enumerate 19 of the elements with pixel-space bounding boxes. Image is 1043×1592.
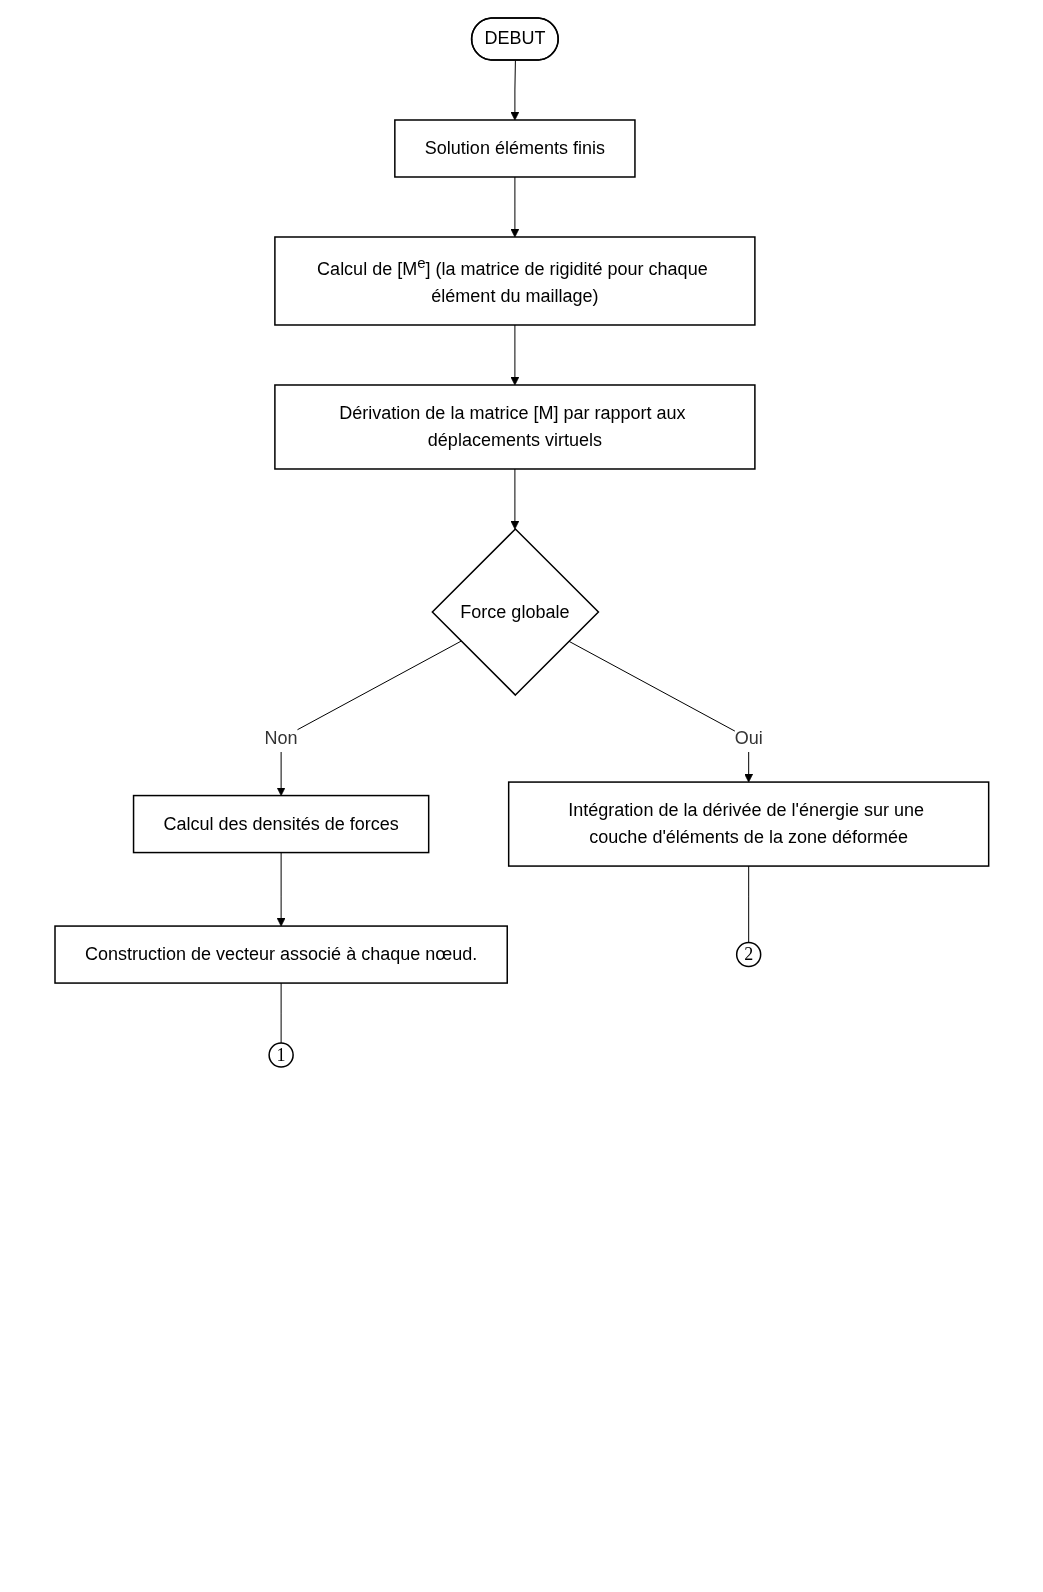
node-circle: 1 (268, 1042, 294, 1068)
node-box: Calcul des densités de forces (132, 794, 430, 854)
node-box: Construction de vecteur associé à chaque nœud. (53, 925, 508, 984)
node-box: Dérivation de la matrice [M] par rapport aux déplacements virtuels (273, 384, 756, 470)
arrow (510, 60, 519, 121)
node-box: Intégration de la dérivée de l'énergie sur une couche d'éléments de la zone déformée (507, 781, 990, 867)
connector (747, 865, 749, 944)
node-diamond: Force globale (430, 527, 600, 697)
edge-label: Non (264, 728, 298, 749)
node-circle: 2 (735, 941, 762, 968)
arrow (510, 468, 519, 530)
node-box: Calcul de [M$^{e}$] (la matrice de rigidité pour chaque élément du maillage) (273, 236, 756, 326)
connector (280, 982, 282, 1044)
node-box: Solution éléments finis (393, 119, 636, 178)
edge-label: Oui (734, 728, 763, 749)
arrow (510, 176, 519, 238)
arrow (276, 852, 286, 927)
arrow (510, 324, 519, 386)
arrow (567, 640, 753, 783)
